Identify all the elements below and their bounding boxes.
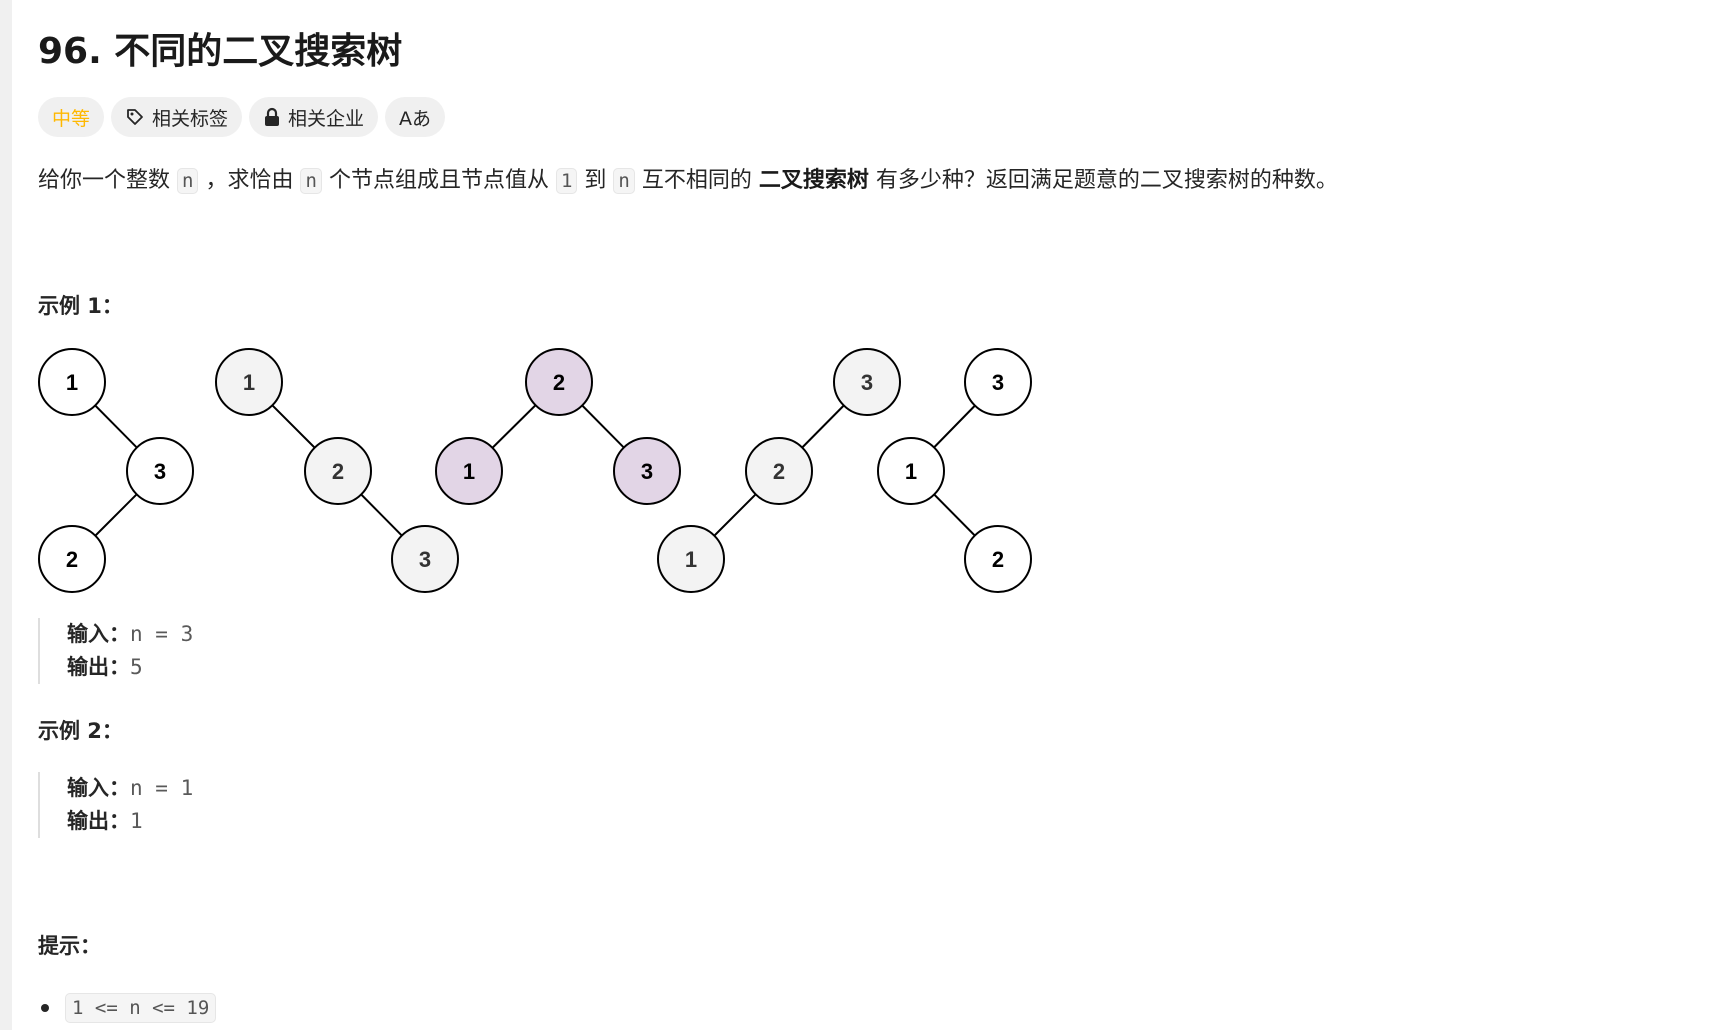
tree-node: 2 [525,348,593,416]
statement-text: 到 [584,168,607,193]
constraints-list: 1 <= n <= 19 [38,993,217,1023]
related-companies-button[interactable]: 相关企业 [249,97,379,137]
statement-text: 个节点组成且节点值从 [328,168,549,193]
difficulty-badge[interactable]: 中等 [38,97,105,137]
translate-button[interactable]: Aあ [385,97,446,137]
inline-code: n [300,168,322,194]
statement-text: 互不相同的 [641,168,752,193]
example-2-heading: 示例 2： [38,719,123,743]
input-value: n = 3 [130,622,194,646]
tree-node: 1 [657,525,725,593]
svg-text:2: 2 [773,459,785,484]
input-value: n = 1 [130,776,194,800]
left-panel-edge [0,0,12,1030]
statement-keyword: 二叉搜索树 [758,168,869,193]
tree-node: 2 [745,437,813,505]
tree-node: 2 [964,525,1032,593]
translate-icon: Aあ [399,107,432,130]
list-bullet [41,1004,49,1012]
tree-node: 3 [391,525,459,593]
inline-code: 1 [555,168,578,194]
tree-node: 3 [964,348,1032,416]
problem-chips: 中等 相关标签 相关企业 Aあ [38,97,446,137]
svg-text:1: 1 [463,459,475,484]
lock-icon [265,107,280,126]
bst-diagram: 1 3 2 1 2 3 2 1 3 3 2 1 3 1 2 [38,348,1032,593]
svg-text:2: 2 [553,370,565,395]
example-1-heading: 示例 1： [38,294,123,318]
example-1-io: 输入：n = 3 输出：5 [38,618,193,684]
input-label: 输入： [67,776,130,800]
svg-text:2: 2 [992,547,1004,572]
tree-node: 2 [304,437,372,505]
svg-text:3: 3 [861,370,873,395]
problem-title: 96. 不同的二叉搜索树 [38,31,403,72]
example-output-line: 输出：1 [67,805,193,838]
svg-text:3: 3 [419,547,431,572]
tree-node: 1 [38,348,106,416]
svg-text:1: 1 [66,370,78,395]
svg-text:3: 3 [154,459,166,484]
input-label: 输入： [67,622,130,646]
inline-code: n [613,168,635,194]
example-output-line: 输出：5 [67,651,193,684]
inline-code: n [177,168,199,194]
tree-node: 1 [435,437,503,505]
hints-heading: 提示： [38,934,101,958]
output-value: 1 [130,809,143,833]
example-input-line: 输入：n = 1 [67,772,193,805]
related-tags-button[interactable]: 相关标签 [111,97,243,137]
svg-text:2: 2 [66,547,78,572]
output-label: 输出： [67,655,130,679]
svg-text:1: 1 [685,547,697,572]
tree-node: 3 [126,437,194,505]
example-2-io: 输入：n = 1 输出：1 [38,772,193,838]
related-companies-label: 相关企业 [288,107,365,130]
constraint-item: 1 <= n <= 19 [65,993,217,1023]
tree-node: 1 [215,348,283,416]
tree-node: 3 [833,348,901,416]
tree-node: 1 [877,437,945,505]
svg-text:1: 1 [905,459,917,484]
output-label: 输出： [67,809,130,833]
svg-text:3: 3 [992,370,1004,395]
tag-icon [127,109,143,125]
problem-statement: 给你一个整数 n ，求恰由 n 个节点组成且节点值从 1 到 n 互不相同的 二… [38,166,1338,196]
svg-text:3: 3 [641,459,653,484]
svg-text:1: 1 [243,370,255,395]
related-tags-label: 相关标签 [152,107,229,130]
statement-text: 给你一个整数 [38,168,171,193]
example-input-line: 输入：n = 3 [67,618,193,651]
statement-text: ，求恰由 [205,168,294,193]
tree-node: 3 [613,437,681,505]
output-value: 5 [130,655,143,679]
tree-node: 2 [38,525,106,593]
statement-text: 有多少种？返回满足题意的二叉搜索树的种数。 [875,168,1338,193]
svg-text:2: 2 [332,459,344,484]
